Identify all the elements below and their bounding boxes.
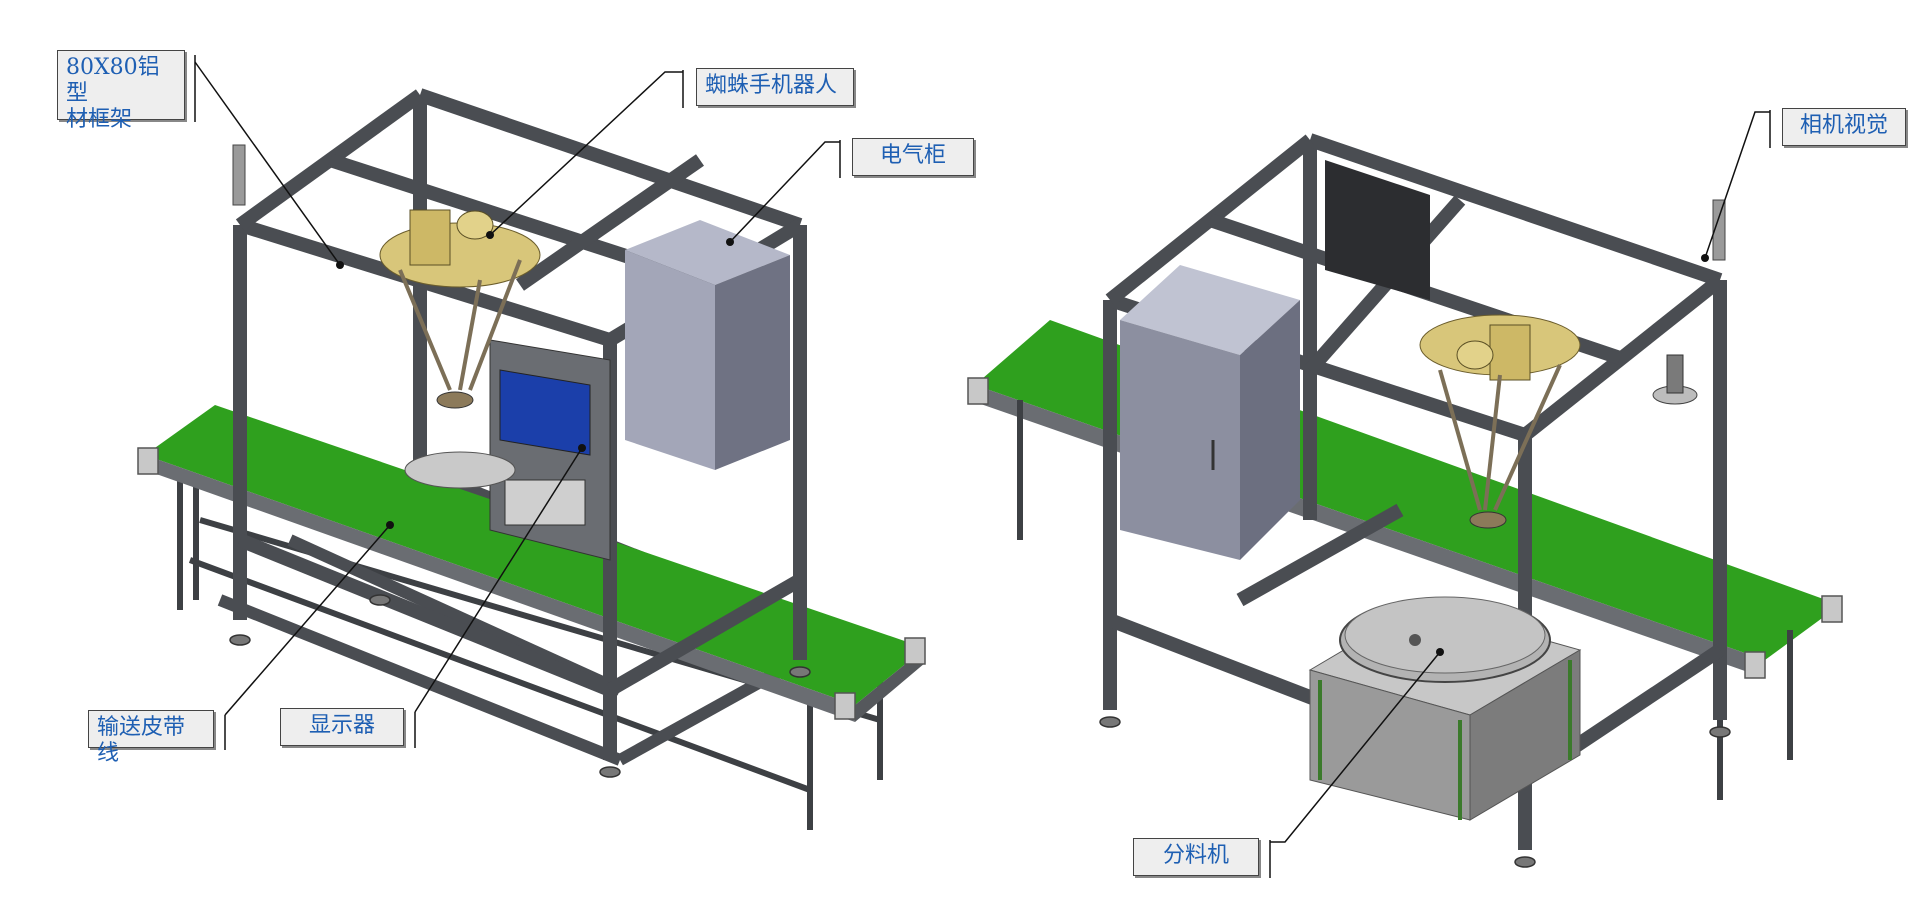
right-feet — [1099, 716, 1731, 868]
right-electric-cabinet — [1120, 265, 1300, 560]
leader-dots — [336, 231, 1709, 656]
label-feeder: 分料机 — [1133, 838, 1259, 876]
right-camera — [1652, 354, 1698, 405]
label-electric-cabinet: 电气柜 — [852, 138, 974, 176]
label-frame: 80X80铝型 材框架 — [57, 50, 185, 132]
right-signal-tower — [1712, 199, 1726, 261]
leader-lines — [194, 55, 1771, 878]
left-spider-robot — [379, 209, 541, 489]
left-electric-cabinet — [625, 220, 790, 470]
right-feeder — [1308, 596, 1582, 821]
label-display: 显示器 — [280, 708, 404, 746]
right-machine — [967, 133, 1843, 868]
left-machine — [137, 88, 926, 830]
label-conveyor-belt: 输送皮带线 — [88, 710, 214, 766]
label-spider-robot: 蜘蛛手机器人 — [696, 68, 854, 106]
label-camera-vision: 相机视觉 — [1782, 108, 1906, 146]
left-feet — [229, 594, 811, 778]
left-display-panel — [489, 339, 611, 561]
right-spider-robot — [1419, 314, 1581, 529]
left-signal-tower — [232, 144, 246, 206]
right-display-panel — [1325, 160, 1430, 300]
